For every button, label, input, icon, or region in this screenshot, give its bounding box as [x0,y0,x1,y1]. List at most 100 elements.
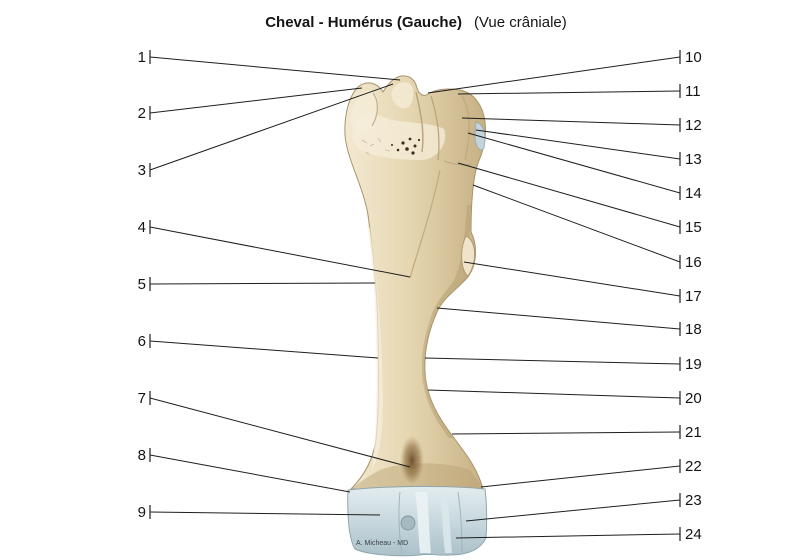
label-number-8: 8 [138,447,146,464]
leader-line-12 [461,117,681,126]
label-number-9: 9 [138,504,146,521]
callout-4: 4 [138,219,411,278]
label-number-20: 20 [685,390,702,407]
nutrient-foramina [391,137,421,155]
distal-articular-surface [347,485,488,557]
callout-5: 5 [138,276,376,293]
callout-17: 17 [463,261,702,305]
intertubercular-groove-left [415,91,424,153]
callout-2: 2 [138,87,363,122]
leader-line-3 [149,83,394,171]
intertubercular-groove-right [430,95,440,161]
label-number-22: 22 [685,458,702,475]
leader-line-7 [149,397,411,468]
callout-18: 18 [436,307,702,338]
leader-line-14 [467,132,681,194]
foramen-dot [408,137,412,141]
crest-line [409,169,441,279]
callout-20: 20 [427,389,702,407]
neck-line [443,160,473,166]
callout-16: 16 [472,184,702,271]
label-number-18: 18 [685,321,702,338]
callout-11: 11 [457,83,701,100]
tubercle-notch-line [371,92,378,127]
title-main: Cheval - Humérus (Gauche) [265,14,462,31]
leader-line-1 [149,56,401,81]
label-number-16: 16 [685,254,702,271]
callout-19: 19 [424,356,702,373]
callout-7: 7 [138,390,411,468]
foramen-dot [401,141,405,145]
leader-line-8 [149,454,351,493]
radial-fossa [400,433,424,483]
humerus-illustration: A. Micheau - MD [344,75,488,557]
trochlea-ridge-highlight [440,492,452,553]
callout-24: 24 [455,526,702,543]
foramen-dot [405,147,409,151]
leader-line-5 [149,282,376,285]
leader-line-20 [427,389,681,399]
leader-line-18 [436,307,681,330]
foramen-dot [396,148,400,152]
leader-line-11 [457,90,681,95]
leader-line-6 [149,340,379,359]
label-number-4: 4 [138,219,146,236]
callout-12: 12 [461,117,702,134]
shaft-right-shadow [421,205,471,438]
diagram-title: Cheval - Humérus (Gauche)(Vue crâniale) [265,14,567,31]
trochlea-groove-highlight [415,492,431,553]
label-number-19: 19 [685,356,702,373]
callout-6: 6 [138,333,379,359]
synovial-fossa [400,515,416,531]
callout-23: 23 [465,492,702,522]
label-number-1: 1 [138,49,146,66]
callout-22: 22 [480,458,702,488]
label-number-3: 3 [138,162,146,179]
leader-line-21 [451,431,681,435]
label-number-5: 5 [138,276,146,293]
shaft-left-highlight [367,224,383,470]
callout-21: 21 [451,424,702,441]
label-number-13: 13 [685,151,702,168]
label-number-14: 14 [685,185,702,202]
leader-line-2 [149,87,363,114]
label-number-12: 12 [685,117,702,134]
rough-texture [361,137,391,155]
leader-line-16 [472,184,681,263]
callout-13: 13 [475,129,702,168]
deltoid-tuberosity [461,235,475,277]
label-number-2: 2 [138,105,146,122]
leader-line-15 [457,162,681,228]
leader-line-10 [427,56,681,94]
callout-14: 14 [467,132,702,202]
callout-3: 3 [138,83,394,179]
foramen-dot [411,151,415,155]
label-number-7: 7 [138,390,146,407]
leader-line-22 [480,465,681,488]
callout-9: 9 [138,504,381,521]
label-number-24: 24 [685,526,702,543]
callout-10: 10 [427,49,702,94]
label-number-21: 21 [685,424,702,441]
leader-line-17 [463,261,681,297]
label-number-17: 17 [685,288,702,305]
label-number-23: 23 [685,492,702,509]
foramen-dot [417,138,421,142]
label-number-6: 6 [138,333,146,350]
label-number-15: 15 [685,219,702,236]
leader-line-4 [149,226,411,278]
foramen-dot [413,144,417,148]
label-number-10: 10 [685,49,702,66]
label-number-11: 11 [685,83,701,100]
callout-1: 1 [138,49,401,81]
leader-line-19 [424,357,681,365]
callout-8: 8 [138,447,351,493]
texture-strokes [361,137,391,155]
intermediate-tubercle-highlight [391,82,414,109]
leader-line-23 [465,499,681,522]
leader-line-24 [455,533,681,539]
lesser-tubercle-edge [461,95,470,161]
